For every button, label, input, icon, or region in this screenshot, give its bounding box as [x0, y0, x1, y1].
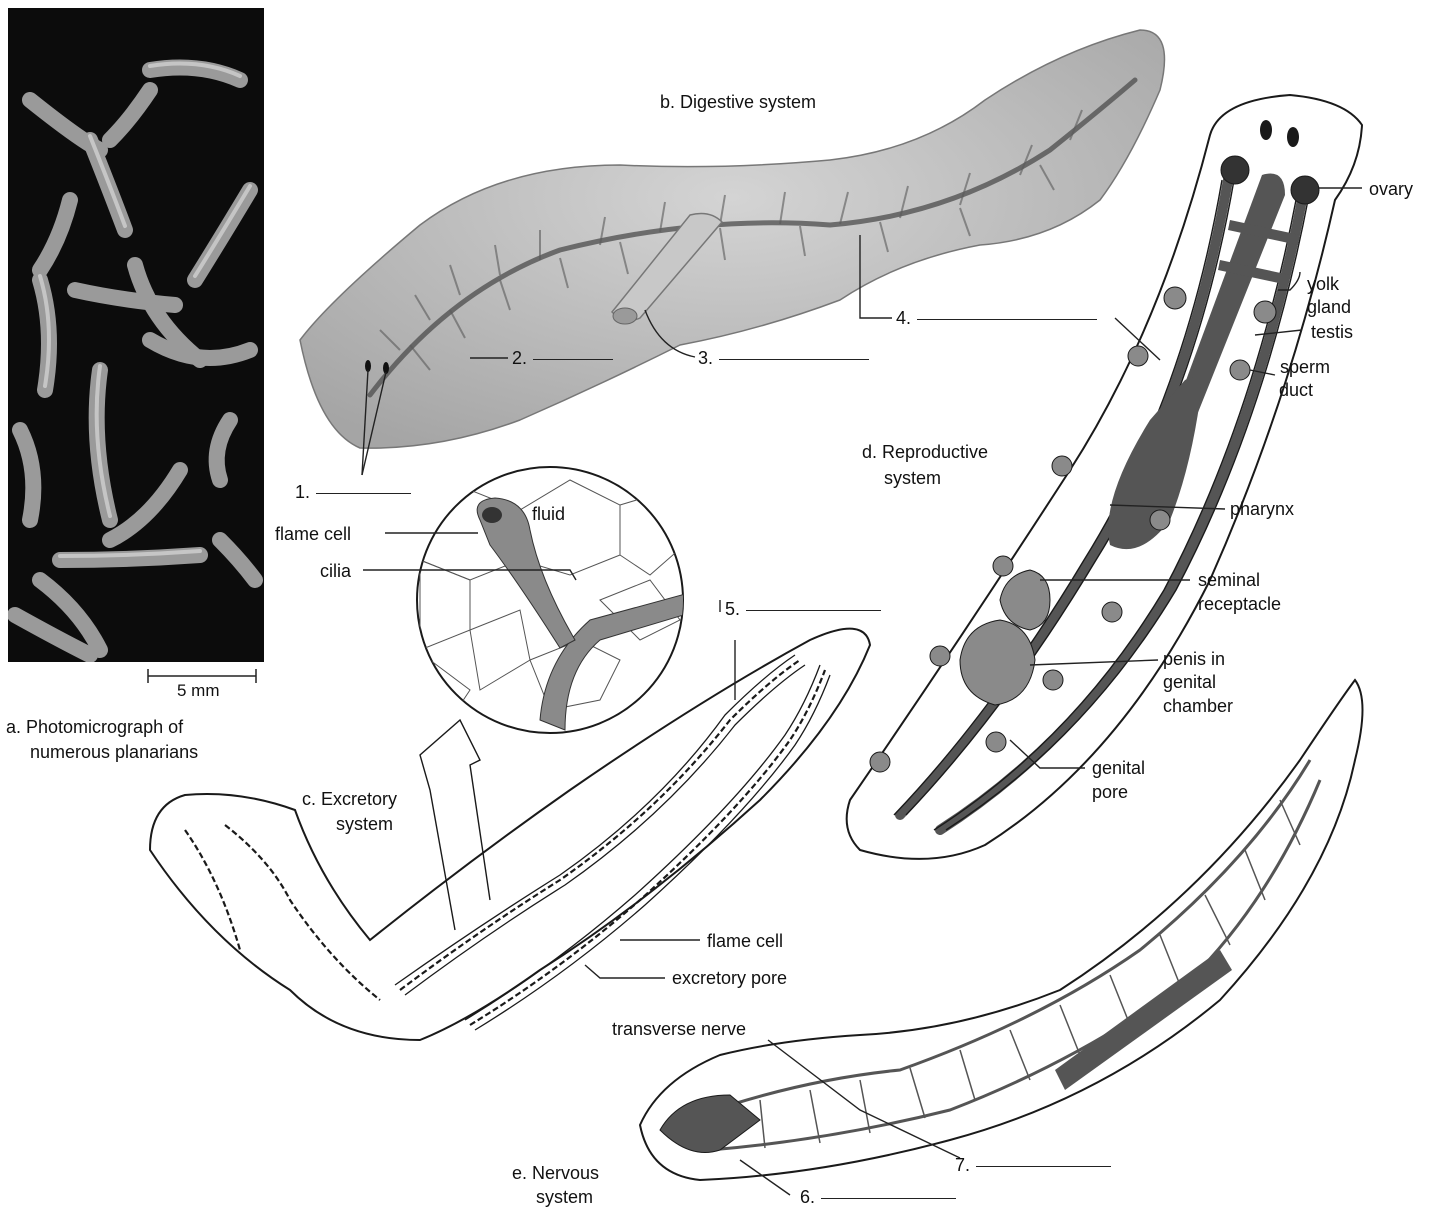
excretory-caption-line2: system [336, 812, 393, 836]
blank-2: 2. [512, 346, 613, 370]
label-transverse-nerve: transverse nerve [612, 1017, 746, 1041]
label-seminal-receptacle-line2: receptacle [1198, 592, 1281, 616]
label-yolk-gland-line2: gland [1307, 295, 1351, 319]
label-excretory-pore: excretory pore [672, 966, 787, 990]
blank-7: 7. [955, 1153, 1111, 1177]
blank-6-line[interactable] [821, 1198, 956, 1199]
blank-7-line[interactable] [976, 1166, 1111, 1167]
label-genital-pore-line2: pore [1092, 780, 1128, 804]
label-seminal-receptacle-line1: seminal [1198, 568, 1260, 592]
blank-4-number: 4. [896, 308, 911, 328]
photomicrograph-caption-line1: a. Photomicrograph of [6, 715, 183, 739]
label-sperm-duct-line1: sperm [1280, 355, 1330, 379]
blank-4-line[interactable] [917, 319, 1097, 320]
blank-5-number: 5. [725, 599, 740, 619]
photomicrograph-caption-line2: numerous planarians [30, 740, 198, 764]
label-flame-cell: flame cell [707, 929, 783, 953]
nervous-caption-line1: e. Nervous [512, 1161, 599, 1185]
scale-bar-label: 5 mm [177, 679, 220, 703]
blank-1: 1. [295, 480, 411, 504]
label-penis-line3: chamber [1163, 694, 1233, 718]
reproductive-caption-line1: d. Reproductive [862, 440, 988, 464]
label-yolk-gland-line1: yolk [1307, 272, 1339, 296]
blank-5: 5. [725, 597, 881, 621]
reproductive-caption-line2: system [884, 466, 941, 490]
blank-7-number: 7. [955, 1155, 970, 1175]
nervous-caption-line2: system [536, 1185, 593, 1209]
label-penis-line2: genital [1163, 670, 1216, 694]
label-pharynx: pharynx [1230, 497, 1294, 521]
blank-4: 4. [896, 306, 1097, 330]
blank-2-line[interactable] [533, 359, 613, 360]
photomicrograph-panel [8, 8, 264, 683]
label-penis-line1: penis in [1163, 647, 1225, 671]
label-genital-pore-line1: genital [1092, 756, 1145, 780]
blank-6: 6. [800, 1185, 956, 1209]
blank-5-line[interactable] [746, 610, 881, 611]
digestive-caption: b. Digestive system [660, 90, 816, 114]
label-testis: testis [1311, 320, 1353, 344]
blank-6-number: 6. [800, 1187, 815, 1207]
label-cilia: cilia [320, 559, 351, 583]
blank-3-number: 3. [698, 348, 713, 368]
blank-1-number: 1. [295, 482, 310, 502]
excretory-caption-line1: c. Excretory [302, 787, 397, 811]
blank-2-number: 2. [512, 348, 527, 368]
label-fluid: fluid [532, 502, 565, 526]
label-flame-cell-inset: flame cell [275, 522, 351, 546]
blank-3: 3. [698, 346, 869, 370]
blank-1-line[interactable] [316, 493, 411, 494]
blank-3-line[interactable] [719, 359, 869, 360]
label-ovary: ovary [1369, 177, 1413, 201]
label-sperm-duct-line2: duct [1279, 378, 1313, 402]
